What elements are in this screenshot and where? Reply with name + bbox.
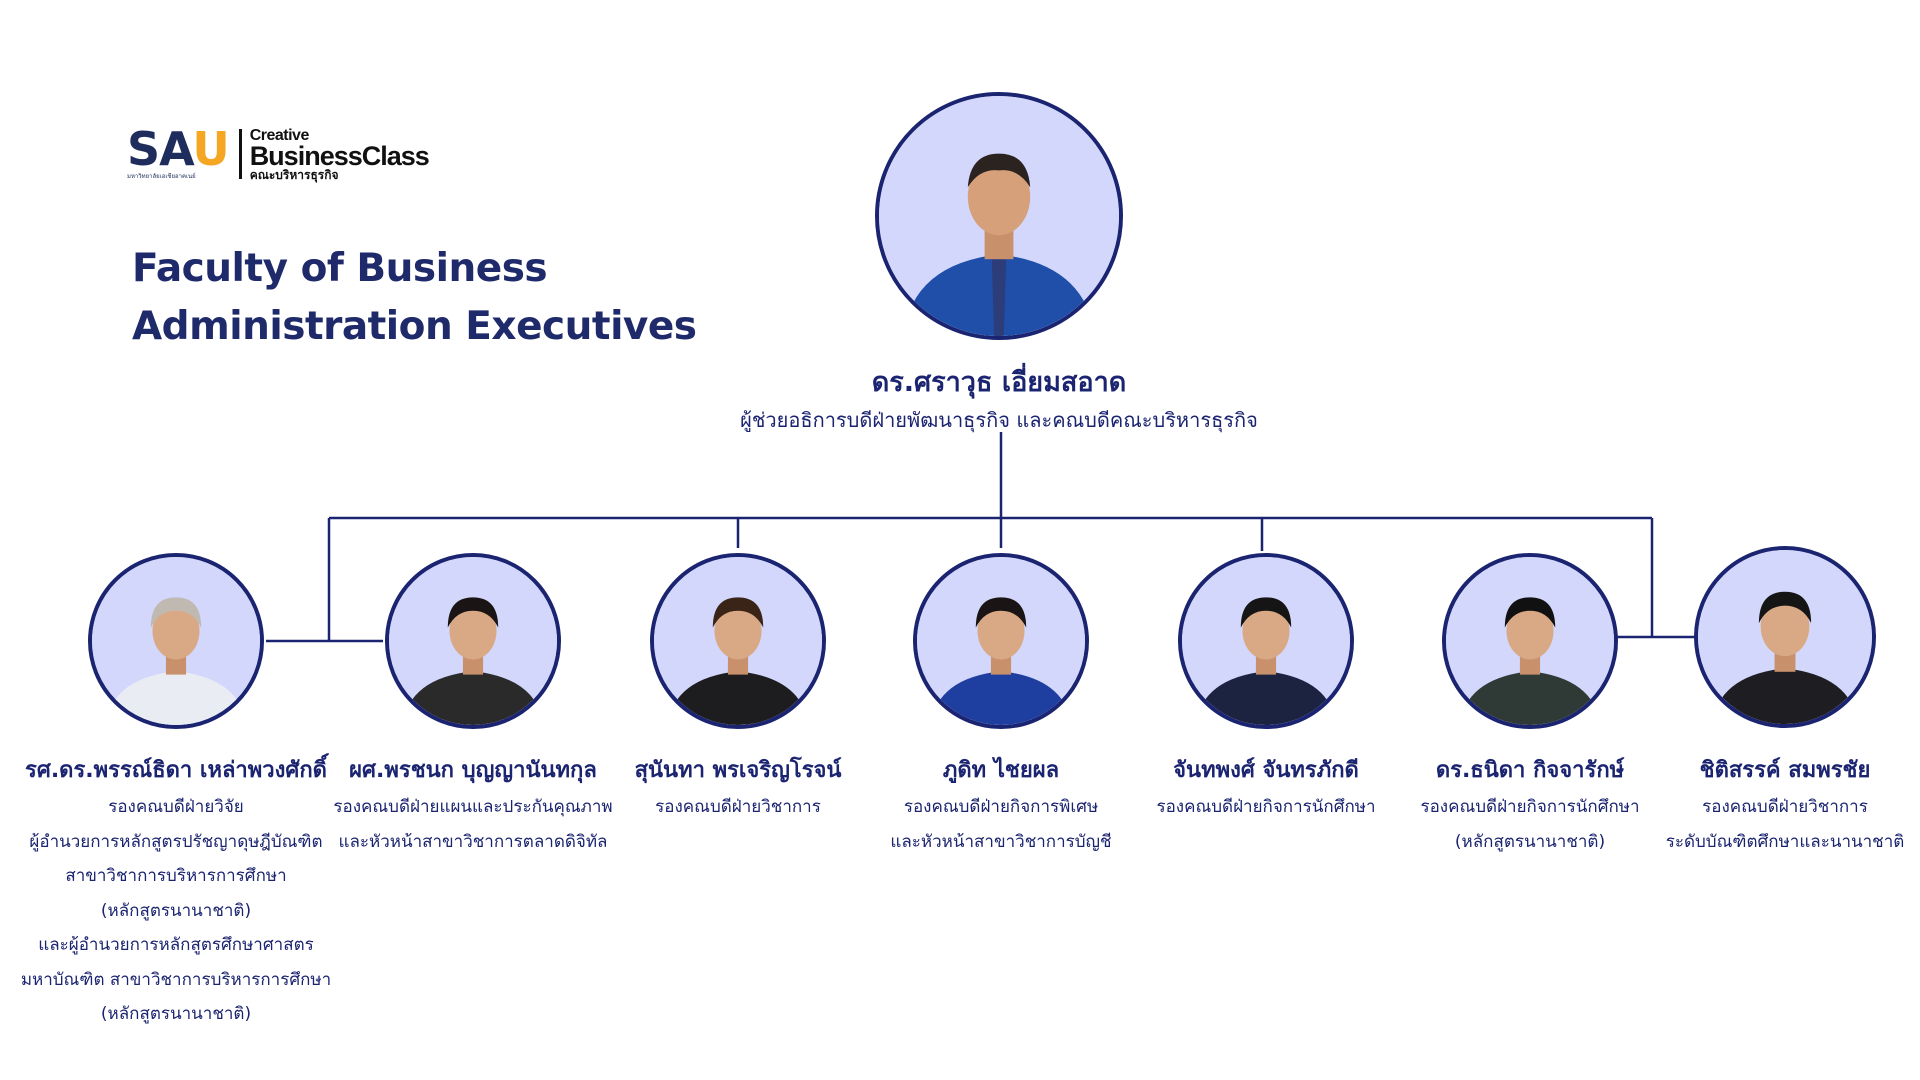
member-role-3: รองคณบดีฝ่ายวิชาการ <box>655 790 821 825</box>
member-role-line: (หลักสูตรนานาชาติ) <box>100 900 252 921</box>
member-photo-4 <box>913 553 1089 729</box>
member-name-4: ภูดิท ไชยผล <box>942 758 1060 783</box>
member-role-line: มหาบัณฑิต สาขาวิชาการบริหารการศึกษา <box>20 969 332 990</box>
member-role-line: รองคณบดีฝ่ายกิจการพิเศษ <box>903 797 1099 817</box>
page-title: Faculty of Business Administration Execu… <box>132 240 697 356</box>
head-role: ผู้ช่วยอธิการบดีฝ่ายพัฒนาธุรกิจ และคณบดี… <box>740 408 1258 432</box>
member-role-7: รองคณบดีฝ่ายวิชาการระดับบัณฑิตศึกษาและนา… <box>1666 790 1905 859</box>
person-silhouette-icon <box>92 557 260 725</box>
person-silhouette-icon <box>389 557 557 725</box>
member-role-5: รองคณบดีฝ่ายกิจการนักศึกษา <box>1156 790 1375 825</box>
person-silhouette-icon <box>1698 550 1872 724</box>
head-name: ดร.ศราวุธ เอี่ยมสอาด <box>871 367 1127 398</box>
member-name-3: สุนันทา พรเจริญโรจน์ <box>634 758 842 783</box>
member-role-line: ผู้อำนวยการหลักสูตรปรัชญาดุษฎีบัณฑิต <box>29 831 323 852</box>
member-role-line: รองคณบดีฝ่ายวิจัย <box>108 797 244 817</box>
member-name-6: ดร.ธนิดา กิจจารักษ์ <box>1435 758 1625 783</box>
member-role-1: รองคณบดีฝ่ายวิจัยผู้อำนวยการหลักสูตรปรัช… <box>21 790 331 1032</box>
member-role-4: รองคณบดีฝ่ายกิจการพิเศษและหัวหน้าสาขาวิช… <box>890 790 1111 859</box>
member-role-line: รองคณบดีฝ่ายแผนและประกันคุณภาพ <box>333 797 613 817</box>
sau-logo-mark: SAU มหาวิทยาลัยเอเชียอาคเนย์ <box>127 122 230 181</box>
logo-business-class: Creative BusinessClass คณะบริหารธุรกิจ <box>249 126 430 182</box>
head-photo <box>875 92 1123 340</box>
member-photo-5 <box>1178 553 1354 729</box>
member-name-5: จันทพงศ์ จันทรภักดี <box>1173 758 1359 783</box>
logo-divider <box>238 129 242 179</box>
logo-sau-text: SAU <box>127 122 230 176</box>
member-role-line: และหัวหน้าสาขาวิชาการบัญชี <box>890 831 1112 852</box>
member-photo-3 <box>650 553 826 729</box>
sau-logo: SAU มหาวิทยาลัยเอเชียอาคเนย์ Creative Bu… <box>127 122 430 184</box>
member-photo-1 <box>88 553 264 729</box>
member-role-line: รองคณบดีฝ่ายกิจการนักศึกษา <box>1156 797 1376 817</box>
member-role-line: สาขาวิชาการบริหารการศึกษา <box>65 866 287 886</box>
member-role-line: (หลักสูตรนานาชาติ) <box>1454 831 1606 852</box>
member-name-2: ผศ.พรชนก บุญญานันทกุล <box>349 758 597 783</box>
person-silhouette-icon <box>879 96 1119 336</box>
member-name-1: รศ.ดร.พรรณ์ธิดา เหล่าพวงศักดิ์ <box>25 758 327 783</box>
member-role-line: (หลักสูตรนานาชาติ) <box>100 1004 252 1024</box>
logo-sau-subtitle: มหาวิทยาลัยเอเชียอาคเนย์ <box>127 173 196 180</box>
person-silhouette-icon <box>1182 557 1350 725</box>
page-title-line-2: Administration Executives <box>132 304 697 349</box>
page-title-line-1: Faculty of Business <box>132 246 548 291</box>
logo-creative-text: Creative <box>249 126 310 144</box>
member-role-line: ระดับบัณฑิตศึกษาและนานาชาติ <box>1665 831 1905 852</box>
member-photo-2 <box>385 553 561 729</box>
person-silhouette-icon <box>917 557 1085 725</box>
person-silhouette-icon <box>654 557 822 725</box>
person-silhouette-icon <box>1446 557 1614 725</box>
member-name-7: ชิติสรรค์ สมพรชัย <box>1699 758 1871 783</box>
logo-business-class-text: BusinessClass <box>249 140 430 171</box>
member-role-line: รองคณบดีฝ่ายวิชาการ <box>1702 797 1868 817</box>
member-photo-6 <box>1442 553 1618 729</box>
logo-faculty-thai: คณะบริหารธุรกิจ <box>249 167 339 182</box>
member-role-line: และผู้อำนวยการหลักสูตรศึกษาศาสตร <box>38 935 314 955</box>
member-photo-7 <box>1694 546 1876 728</box>
member-role-line: รองคณบดีฝ่ายกิจการนักศึกษา <box>1420 797 1640 817</box>
member-role-6: รองคณบดีฝ่ายกิจการนักศึกษา (หลักสูตรนานาช… <box>1420 790 1639 859</box>
member-role-line: รองคณบดีฝ่ายวิชาการ <box>655 797 821 817</box>
member-role-2: รองคณบดีฝ่ายแผนและประกันคุณภาพและหัวหน้า… <box>333 790 612 859</box>
member-role-line: และหัวหน้าสาขาวิชาการตลาดดิจิทัล <box>338 831 608 852</box>
